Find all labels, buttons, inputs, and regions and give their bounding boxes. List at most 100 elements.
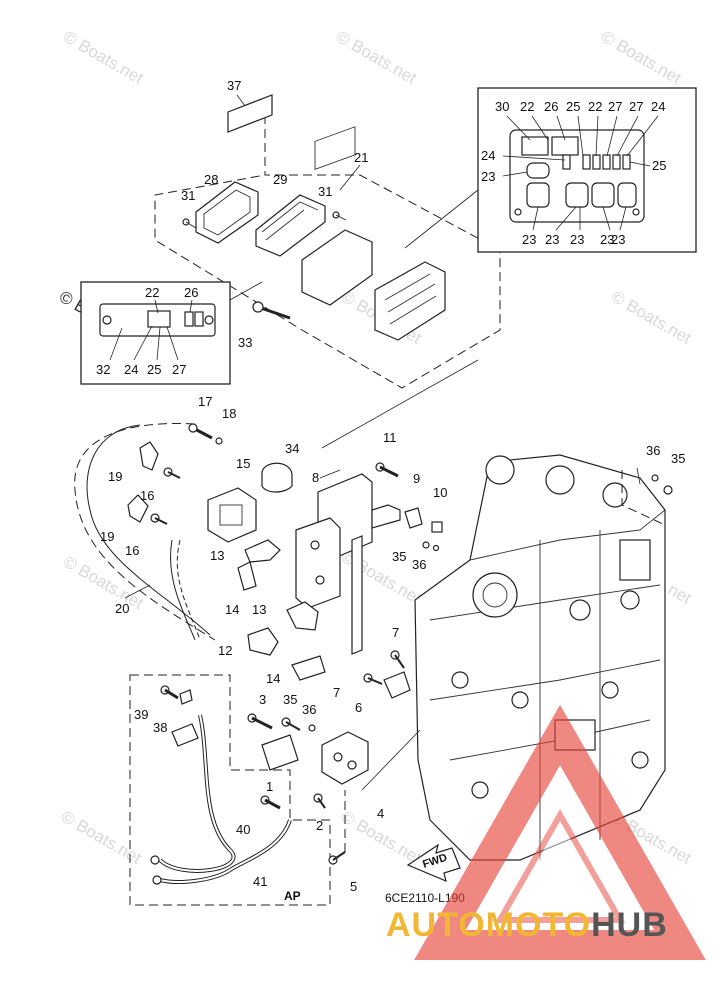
clamp xyxy=(291,655,326,681)
callout: 35 xyxy=(283,692,297,707)
callout: 36 xyxy=(302,702,316,717)
gasket xyxy=(195,181,259,244)
callout: 11 xyxy=(383,430,397,445)
stay xyxy=(383,671,411,699)
brand-part-moto: MOTO xyxy=(486,906,591,944)
brand-wordmark: AUTOMOTOHUB xyxy=(386,906,668,944)
watermark: © Boats.net xyxy=(598,27,685,88)
callouts: 37 21 28 29 31 31 33 22 26 32 24 25 27 3… xyxy=(96,78,685,894)
screw xyxy=(163,467,181,479)
callout: 6 xyxy=(355,700,362,715)
callout: 15 xyxy=(236,456,250,471)
callout: 4 xyxy=(377,806,384,821)
grommet xyxy=(404,507,423,529)
watermark: © Boats.net xyxy=(333,27,420,88)
callout: 17 xyxy=(198,394,212,409)
callout: 28 xyxy=(204,172,218,187)
callout: 22 xyxy=(588,99,602,114)
callout: 31 xyxy=(181,188,195,203)
grommet xyxy=(261,462,293,493)
callout: 18 xyxy=(222,406,236,421)
brand-part-hub: HUB xyxy=(591,906,668,944)
watermark: © Boats.net xyxy=(60,27,147,88)
callout: 9 xyxy=(413,471,420,486)
callout: 3 xyxy=(259,692,266,707)
clamp xyxy=(286,601,319,631)
callout: 22 xyxy=(145,285,159,300)
electrical-bracket-group xyxy=(74,359,479,699)
washer xyxy=(215,437,223,445)
callout: 35 xyxy=(392,549,406,564)
collar xyxy=(431,521,443,533)
cap xyxy=(139,441,159,471)
bolt xyxy=(260,795,281,810)
callout: 10 xyxy=(433,485,447,500)
callout: 27 xyxy=(608,99,622,114)
bolt xyxy=(247,713,273,730)
callout: 25 xyxy=(147,362,161,377)
clamp xyxy=(237,561,257,591)
callout: 1 xyxy=(266,779,273,794)
callout: 39 xyxy=(134,707,148,722)
callout: 5 xyxy=(350,879,357,894)
clamp xyxy=(244,539,281,563)
callout: 25 xyxy=(566,99,580,114)
side-plate xyxy=(295,517,341,609)
bolt xyxy=(363,673,383,685)
callout: 7 xyxy=(392,625,399,640)
callout: 35 xyxy=(671,451,685,466)
callout: 37 xyxy=(227,78,241,93)
bolt xyxy=(390,650,405,669)
callout: 30 xyxy=(495,99,509,114)
ecu-group xyxy=(154,94,501,389)
callout: 26 xyxy=(184,285,198,300)
callout: 25 xyxy=(652,158,666,173)
screw xyxy=(150,513,168,525)
callout: 23 xyxy=(611,232,625,247)
clamp xyxy=(247,627,279,656)
callout: 8 xyxy=(312,470,319,485)
bolt xyxy=(375,462,399,478)
inset-connector-small xyxy=(80,281,263,385)
callout: 36 xyxy=(412,557,426,572)
callout: 16 xyxy=(140,488,154,503)
callout: 23 xyxy=(545,232,559,247)
callout: 2 xyxy=(316,818,323,833)
callout: 20 xyxy=(115,601,129,616)
label-card xyxy=(227,94,273,133)
callout: 13 xyxy=(252,602,266,617)
ecu-cover xyxy=(255,194,326,257)
relay xyxy=(207,487,257,543)
watermark: © Boats.net xyxy=(60,552,147,613)
callout: 31 xyxy=(318,184,332,199)
callout: 27 xyxy=(629,99,643,114)
brand-logo xyxy=(414,704,706,960)
battery-cable-group xyxy=(129,674,421,906)
inset-connector-large xyxy=(404,87,697,253)
callout: 24 xyxy=(481,148,495,163)
callout: 16 xyxy=(125,543,139,558)
callout: 34 xyxy=(285,441,299,456)
engine-block xyxy=(414,454,673,861)
callout: 23 xyxy=(522,232,536,247)
brand-part-auto: AUTO xyxy=(386,906,486,944)
callout: 36 xyxy=(646,443,660,458)
bolt xyxy=(188,423,213,440)
callout: 27 xyxy=(172,362,186,377)
callout: 19 xyxy=(108,469,122,484)
callout: 23 xyxy=(600,232,614,247)
callout: 14 xyxy=(225,602,239,617)
screw xyxy=(252,301,291,320)
callout: 19 xyxy=(100,529,114,544)
washer xyxy=(179,689,193,705)
watermark: © Boats.net xyxy=(58,807,145,868)
callout: 29 xyxy=(273,172,287,187)
cap xyxy=(127,494,149,523)
svg-text:AUTOMOTOHUB: AUTOMOTOHUB xyxy=(386,906,668,944)
callout: 23 xyxy=(481,169,495,184)
terminal-block xyxy=(321,731,369,785)
callout: 24 xyxy=(651,99,665,114)
bolt xyxy=(160,685,179,700)
fwd-arrow: FWD xyxy=(406,843,461,883)
